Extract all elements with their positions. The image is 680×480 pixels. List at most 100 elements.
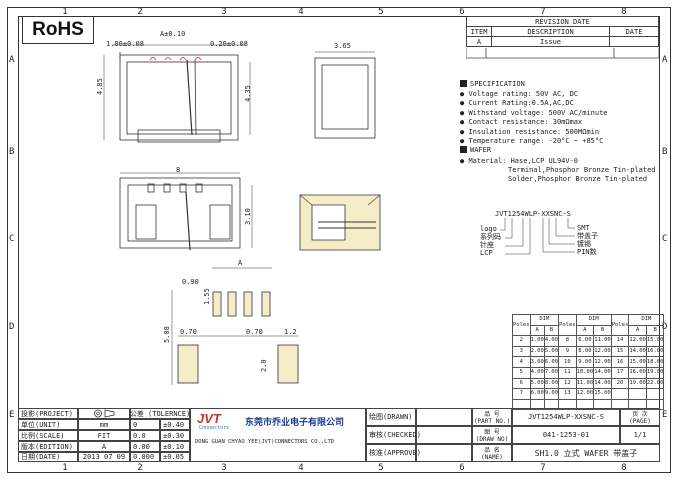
tolerance-value: ±0.05 <box>160 452 190 462</box>
dim-pad-offset: 0.90 <box>182 278 199 286</box>
cell <box>628 388 647 400</box>
dim-mount-pad-gap: 0.70 <box>246 328 263 336</box>
cell: 3.00 <box>529 356 545 368</box>
partcode: JVT1254WLP-XXSNC-S <box>495 210 571 218</box>
name-value: SH1.0 立式 WAFER 带盖子 <box>512 444 660 462</box>
cell: 6.00 <box>575 335 595 347</box>
part-no-label-cn: 品 号 <box>484 411 500 418</box>
cell: 14.00 <box>593 377 612 390</box>
cell: 11.00 <box>593 335 612 347</box>
front-view <box>103 44 251 143</box>
projection-symbol-icon <box>78 408 130 419</box>
dim-a-tolerance: A±0.10 <box>160 30 186 38</box>
cell: 3 <box>512 345 531 358</box>
date-label: 日期(DATE) <box>18 452 78 462</box>
scale-value: FIT <box>78 430 130 441</box>
wafer-title: WAFER <box>460 146 656 155</box>
dim-sub-b: B <box>543 324 560 337</box>
row-c: C <box>9 234 15 244</box>
revision-header-description: DESCRIPTION <box>491 26 610 37</box>
cell: 7 <box>512 388 531 400</box>
col-8-bottom: 8 <box>621 463 627 473</box>
cell: 14.00 <box>593 366 612 379</box>
cell: 6.00 <box>529 388 545 400</box>
wafer-solder: Solder,Phosphor Bronze Tin-plated <box>508 175 648 183</box>
spec-contact: Contact resistance: 30mΩmax <box>468 118 583 126</box>
cell: 12.00 <box>593 345 612 358</box>
col-2-bottom: 2 <box>137 463 143 473</box>
partcode-leaders <box>500 218 575 255</box>
dim-sub-a: A <box>575 324 595 337</box>
cell: 4 <box>512 356 531 368</box>
name-label-cn: 品 名 <box>484 447 500 454</box>
company-logo-sub: Connectors <box>199 425 230 431</box>
row-d: D <box>9 322 15 332</box>
tolerance-value: ±0.30 <box>160 430 190 441</box>
cell: 16.00 <box>645 345 665 358</box>
row-a-right: A <box>662 55 668 65</box>
wafer-material: ● Material: Hase,LCP UL94V-0 <box>460 157 579 165</box>
part-no-label: 品 号(PART NO.) <box>472 408 512 426</box>
cell: 22.00 <box>645 377 665 390</box>
partcode-smt: SMT <box>577 224 590 232</box>
cell: 20 <box>610 377 630 390</box>
cell <box>610 388 630 400</box>
dim-pad-length: 1.55 <box>203 288 211 305</box>
dim-header-dim-3: DIM <box>628 314 665 326</box>
pcb-layout <box>171 267 299 385</box>
revision-header-date: DATE <box>609 26 659 37</box>
col-3-bottom: 3 <box>221 463 227 473</box>
dim-sub-a: A <box>529 324 545 337</box>
spec-withstand: Withstand voltage: 500V AC/minute <box>468 108 608 117</box>
revision-description: Issue <box>491 36 610 47</box>
dim-header-poles-2: Poles <box>558 313 577 337</box>
col-6-bottom: 6 <box>459 463 465 473</box>
dim-sub-b: B <box>645 324 665 337</box>
dim-header-dim-2: DIM <box>575 314 612 326</box>
edition-label: 版本(EDITION) <box>18 441 78 452</box>
company-cell: JVT Connectors 东莞市乔业电子有限公司 DONG GUAN CHY… <box>190 408 366 462</box>
cell: 12.00 <box>575 388 595 400</box>
cell: 14.00 <box>628 345 647 358</box>
scale-label: 比例(SCALE) <box>18 430 78 441</box>
dim-mount-pad-width: 1.2 <box>284 328 297 336</box>
part-no-value: JVT1254WLP-XXSNC-S <box>512 408 620 426</box>
dim-sub-b: B <box>593 324 612 337</box>
dim-height-total: 4.85 <box>96 78 104 95</box>
col-1-bottom: 1 <box>62 463 68 473</box>
spec-item: ● Insulation resistance: 500MΩmin <box>460 127 600 136</box>
row-d-right: D <box>662 322 668 332</box>
cell: 9.00 <box>575 356 595 368</box>
cell: 16 <box>610 356 630 368</box>
revision-title: REVISION DATE <box>466 16 659 27</box>
cell: 15.00 <box>628 356 647 368</box>
col-3: 3 <box>221 7 227 17</box>
page-label: 页 次(PAGE) <box>620 408 660 426</box>
col-7-bottom: 7 <box>540 463 546 473</box>
revision-item: A <box>466 36 492 47</box>
dim-mount-pad-left: 0.70 <box>180 328 197 336</box>
dim-table-header: Poles DIM Poles DIM Poles DIM <box>512 313 665 337</box>
spec-title-text: SPECIFICATION <box>470 80 525 88</box>
cell: 19.00 <box>645 366 665 379</box>
col-1: 1 <box>62 7 68 17</box>
dim-header-dim-1: DIM <box>529 314 560 326</box>
col-5-bottom: 5 <box>378 463 384 473</box>
table-row <box>512 398 665 411</box>
drawing-frame <box>7 7 671 473</box>
cell: 6 <box>512 377 531 390</box>
company-name-en: DONG GUAN CHYAO YEE(JVT)CONNECTORS CO.,L… <box>195 439 335 445</box>
dim-body-depth: 3.10 <box>244 208 252 225</box>
revision-header-item: ITEM <box>466 26 492 37</box>
tolerance-grade: 0.00 <box>130 441 160 452</box>
drawn-label: 绘图(DRAWN) <box>366 408 416 426</box>
cell: 6.00 <box>543 356 560 368</box>
spec-voltage: Voltage rating: 50V AC, DC <box>468 89 579 98</box>
partcode-logo: logo <box>480 225 497 233</box>
dim-mount-pad-height: 2.0 <box>260 359 268 372</box>
row-e: E <box>9 410 15 420</box>
partcode-tin: 镀锡 <box>577 240 591 248</box>
